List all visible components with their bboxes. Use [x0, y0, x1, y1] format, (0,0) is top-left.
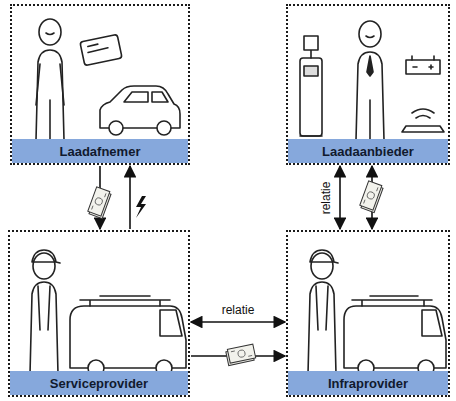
title-band: Laadafnemer — [12, 139, 188, 163]
money-icon — [359, 181, 384, 213]
person-figure — [356, 21, 384, 140]
worker-figure — [308, 250, 338, 374]
service-van — [70, 296, 186, 376]
flow-arrow — [191, 321, 285, 323]
service-van — [344, 296, 446, 376]
actor-box: Serviceprovider — [8, 230, 190, 397]
actor-box: Laadaanbieder — [286, 4, 450, 165]
edge-label: relatie — [220, 303, 257, 317]
worker-figure — [30, 250, 60, 374]
flow-arrow — [129, 166, 131, 229]
flow-arrow — [339, 166, 341, 229]
money-icon — [225, 344, 256, 365]
charge-card — [80, 34, 122, 65]
battery-icon — [406, 56, 440, 74]
title-band: Laadaanbieder — [288, 139, 448, 163]
title-band: Serviceprovider — [10, 371, 188, 395]
actor-name: Laadafnemer — [60, 144, 141, 159]
title-band: Infraprovider — [288, 371, 448, 395]
actor-box: Laadafnemer — [10, 4, 190, 165]
money-icon — [87, 187, 112, 219]
car-drawing — [100, 86, 180, 135]
actor-name: Infraprovider — [328, 376, 408, 391]
person-figure — [36, 19, 64, 140]
charging-pole — [300, 36, 322, 136]
lightning-icon — [136, 196, 146, 218]
wireless-pad — [402, 109, 444, 132]
edge-label: relatie — [319, 180, 333, 217]
actor-name: Laadaanbieder — [322, 144, 414, 159]
actor-name: Serviceprovider — [50, 376, 148, 391]
actor-box: Infraprovider — [286, 230, 450, 397]
